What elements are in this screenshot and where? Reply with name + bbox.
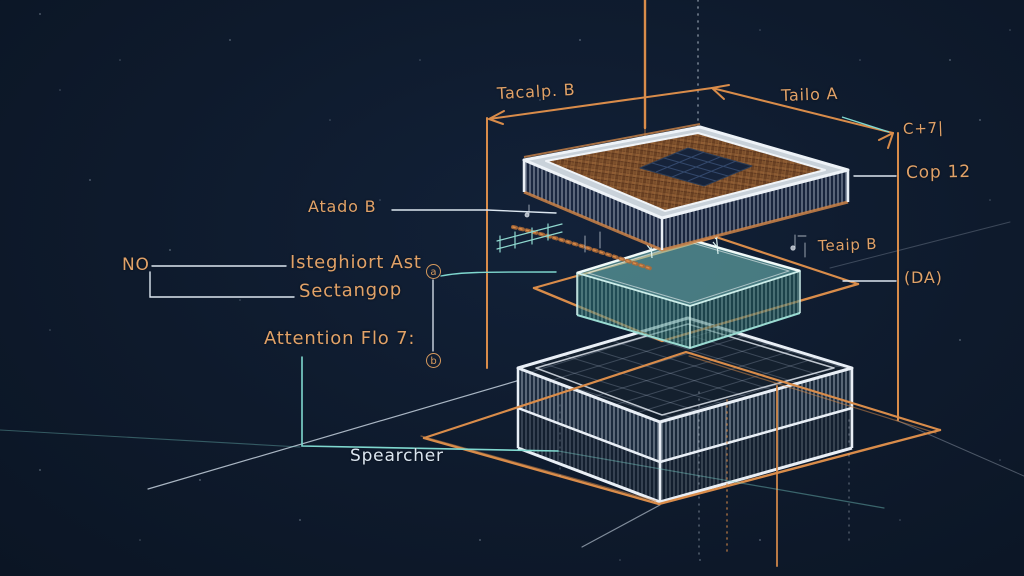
label-left-line2: Sectangop bbox=[298, 279, 403, 302]
label-bottom: Spearcher bbox=[350, 446, 444, 466]
label-no: NO bbox=[122, 255, 150, 275]
chain-and-bench-sketch bbox=[496, 204, 807, 271]
label-right-mid: Cop 12 bbox=[905, 161, 972, 183]
label-attention: Attention Flo 7: bbox=[264, 328, 416, 349]
teal-layer bbox=[576, 230, 801, 349]
label-right-top: C+7| bbox=[902, 118, 945, 138]
circle-marker-b: b bbox=[426, 353, 441, 368]
background-speckles bbox=[39, 13, 1011, 561]
dotted-columns bbox=[559, 391, 850, 561]
circle-marker-a: a bbox=[426, 264, 441, 279]
dim-label-top-right: Tailo A bbox=[780, 84, 839, 105]
leader-lines bbox=[149, 175, 897, 509]
construction-lines bbox=[0, 221, 1024, 548]
label-left-layer: Atado B bbox=[308, 197, 377, 216]
bottom-orange-plane bbox=[420, 350, 942, 506]
label-right-low: (DA) bbox=[904, 268, 943, 287]
top-copper-layer bbox=[522, 123, 850, 252]
label-mid-right: Teaip B bbox=[817, 234, 878, 255]
center-grid-patch bbox=[639, 147, 753, 187]
bench-sketch bbox=[496, 223, 563, 253]
label-left-line1: Isteghiort Ast bbox=[290, 252, 422, 273]
dimension-lines bbox=[486, 84, 899, 567]
teal-tie-line bbox=[841, 116, 890, 133]
